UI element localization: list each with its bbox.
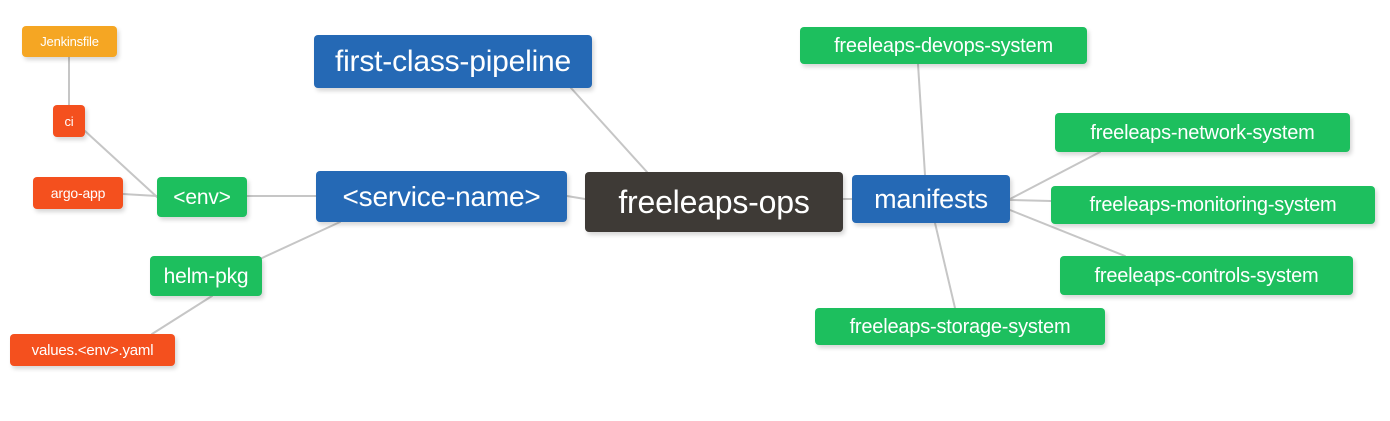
node-network-system[interactable]: freeleaps-network-system <box>1055 113 1350 152</box>
node-monitoring-system[interactable]: freeleaps-monitoring-system <box>1051 186 1375 224</box>
node-label: freeleaps-monitoring-system <box>1089 194 1337 216</box>
node-ci[interactable]: ci <box>53 105 85 137</box>
node-storage-system[interactable]: freeleaps-storage-system <box>815 308 1105 345</box>
node-manifests[interactable]: manifests <box>852 175 1010 223</box>
edge-manifests-to-storage-system <box>934 222 956 309</box>
edge-service-name-to-freeleaps-ops <box>566 195 586 200</box>
node-label: freeleaps-devops-system <box>834 34 1053 57</box>
node-label: <service-name> <box>342 180 541 212</box>
edge-manifests-to-devops-system <box>917 63 926 176</box>
node-helm-pkg[interactable]: helm-pkg <box>150 256 262 296</box>
node-freeleaps-ops[interactable]: freeleaps-ops <box>585 172 843 232</box>
node-label: freeleaps-ops <box>618 184 810 220</box>
node-label: values.<env>.yaml <box>31 341 154 359</box>
node-label: argo-app <box>50 185 106 201</box>
node-label: ci <box>64 113 74 129</box>
edge-first-class-pipeline-to-freeleaps-ops <box>570 87 648 173</box>
node-argo-app[interactable]: argo-app <box>33 177 123 209</box>
node-jenkinsfile[interactable]: Jenkinsfile <box>22 26 117 57</box>
node-service-name[interactable]: <service-name> <box>316 171 567 222</box>
node-devops-system[interactable]: freeleaps-devops-system <box>800 27 1087 64</box>
node-label: freeleaps-storage-system <box>849 315 1071 338</box>
node-label: <env> <box>173 185 231 209</box>
edge-helm-pkg-to-service-name <box>261 221 341 259</box>
node-label: manifests <box>874 183 988 214</box>
node-label: freeleaps-network-system <box>1090 121 1315 144</box>
node-label: Jenkinsfile <box>40 34 99 49</box>
edge-argo-app-to-env <box>122 193 158 197</box>
node-values-yaml[interactable]: values.<env>.yaml <box>10 334 175 366</box>
node-label: first-class-pipeline <box>334 44 572 78</box>
node-first-class-pipeline[interactable]: first-class-pipeline <box>314 35 592 88</box>
node-controls-system[interactable]: freeleaps-controls-system <box>1060 256 1353 295</box>
edge-values-yaml-to-helm-pkg <box>151 295 213 335</box>
node-label: freeleaps-controls-system <box>1094 264 1319 287</box>
node-label: helm-pkg <box>163 264 249 288</box>
node-env[interactable]: <env> <box>157 177 247 217</box>
edge-manifests-to-monitoring-system <box>1009 199 1052 202</box>
